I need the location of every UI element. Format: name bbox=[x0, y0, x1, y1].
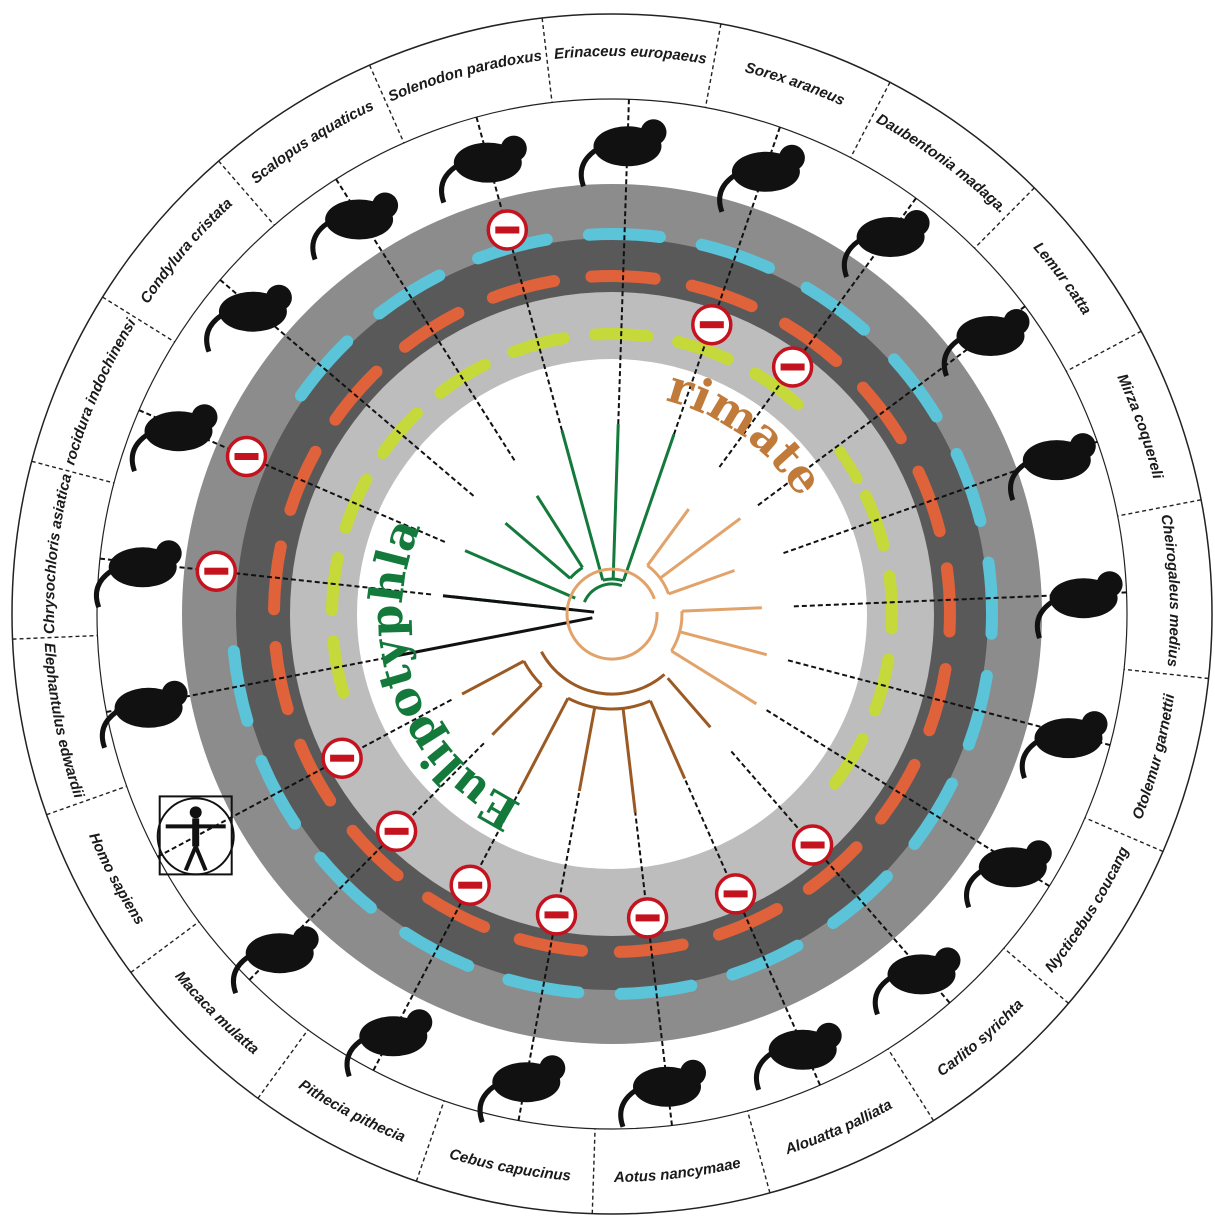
mark-lime-partial bbox=[847, 462, 851, 468]
gene-loss-icon bbox=[693, 306, 731, 344]
gene-loss-icon bbox=[323, 739, 361, 777]
gene-loss-icon bbox=[378, 812, 416, 850]
gene-loss-icon bbox=[717, 875, 755, 913]
gene-loss-icon bbox=[488, 211, 526, 249]
mark-lime-partial bbox=[840, 452, 844, 458]
gene-loss-icon bbox=[774, 348, 812, 386]
gene-loss-icon bbox=[228, 438, 266, 476]
gene-loss-icon bbox=[197, 552, 235, 590]
gene-loss-icon bbox=[538, 896, 576, 934]
mark-lime-partial bbox=[854, 473, 857, 479]
gene-track-bands bbox=[182, 184, 1042, 1044]
gene-loss-icon bbox=[794, 826, 832, 864]
gene-loss-icon bbox=[629, 899, 667, 937]
gene-loss-icon bbox=[451, 866, 489, 904]
